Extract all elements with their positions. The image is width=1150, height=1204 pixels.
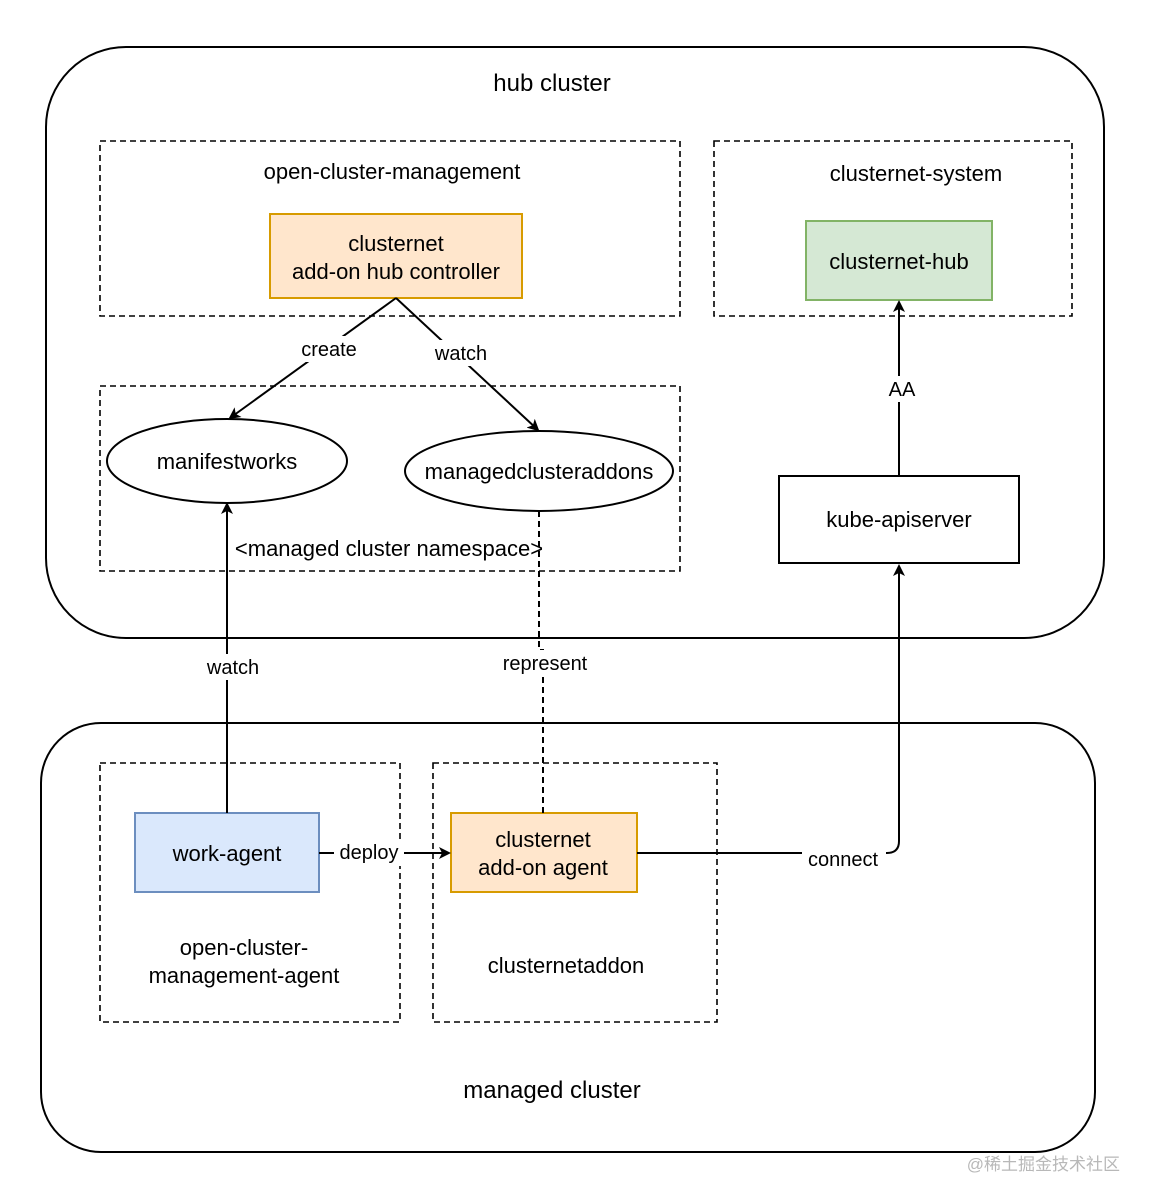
manifestworks-label: manifestworks (157, 449, 298, 474)
edge-create-label: create (301, 339, 357, 361)
clusternet-system-label: clusternet-system (830, 161, 1002, 186)
edge-create-label-bg (295, 336, 363, 362)
clusternetaddon-namespace-label: clusternetaddon (488, 953, 645, 978)
edge-aa-label-bg (884, 376, 920, 402)
ocm-agent-namespace-line2: management-agent (149, 963, 340, 988)
addon-agent-line2: add-on agent (478, 855, 608, 880)
watermark: @稀土掘金技术社区 (967, 1155, 1120, 1174)
kube-apiserver-label: kube-apiserver (826, 507, 972, 532)
edge-represent-label-bg (495, 650, 595, 676)
edge-deploy-label: deploy (340, 842, 399, 864)
addon-agent-box[interactable] (450, 812, 638, 893)
ocm-namespace-label: open-cluster-management (264, 159, 521, 184)
hub-cluster-title: hub cluster (493, 70, 610, 97)
edge-aa-label: AA (889, 379, 916, 401)
addon-hub-controller-line2: add-on hub controller (292, 259, 500, 284)
edge-watch-top-label-bg (430, 340, 492, 366)
addon-hub-controller-box[interactable] (269, 213, 523, 299)
managed-cluster-title: managed cluster (463, 1077, 640, 1104)
edge-connect-label: connect (808, 849, 878, 871)
edge-watch-top-label: watch (434, 343, 487, 365)
clusternet-hub-box[interactable] (805, 220, 993, 301)
edge-watch-bottom-label-bg (200, 654, 266, 680)
edge-watch-bottom-label: watch (206, 657, 259, 679)
work-agent-label: work-agent (172, 841, 282, 866)
kube-apiserver-box[interactable] (778, 475, 1020, 564)
work-agent-box[interactable] (134, 812, 320, 893)
edge-represent-label: represent (503, 653, 588, 675)
clusternet-hub-label: clusternet-hub (829, 249, 968, 274)
edge-connect (637, 564, 905, 854)
ocm-namespace-box (99, 140, 681, 317)
edge-deploy-label-bg (334, 840, 404, 866)
managedclusteraddons-label: managedclusteraddons (425, 459, 654, 484)
edge-connect-label-bg (802, 846, 886, 872)
clusternet-system-box (713, 140, 1073, 317)
addon-hub-controller-line1: clusternet (348, 231, 443, 256)
managed-cluster-namespace-label: <managed cluster namespace> (235, 536, 543, 561)
managed-cluster-namespace-box (99, 385, 681, 572)
addon-agent-line1: clusternet (495, 827, 590, 852)
ocm-agent-namespace-line1: open-cluster- (180, 935, 308, 960)
clusternetaddon-namespace-box (432, 762, 718, 1023)
ocm-agent-namespace-box (99, 762, 401, 1023)
